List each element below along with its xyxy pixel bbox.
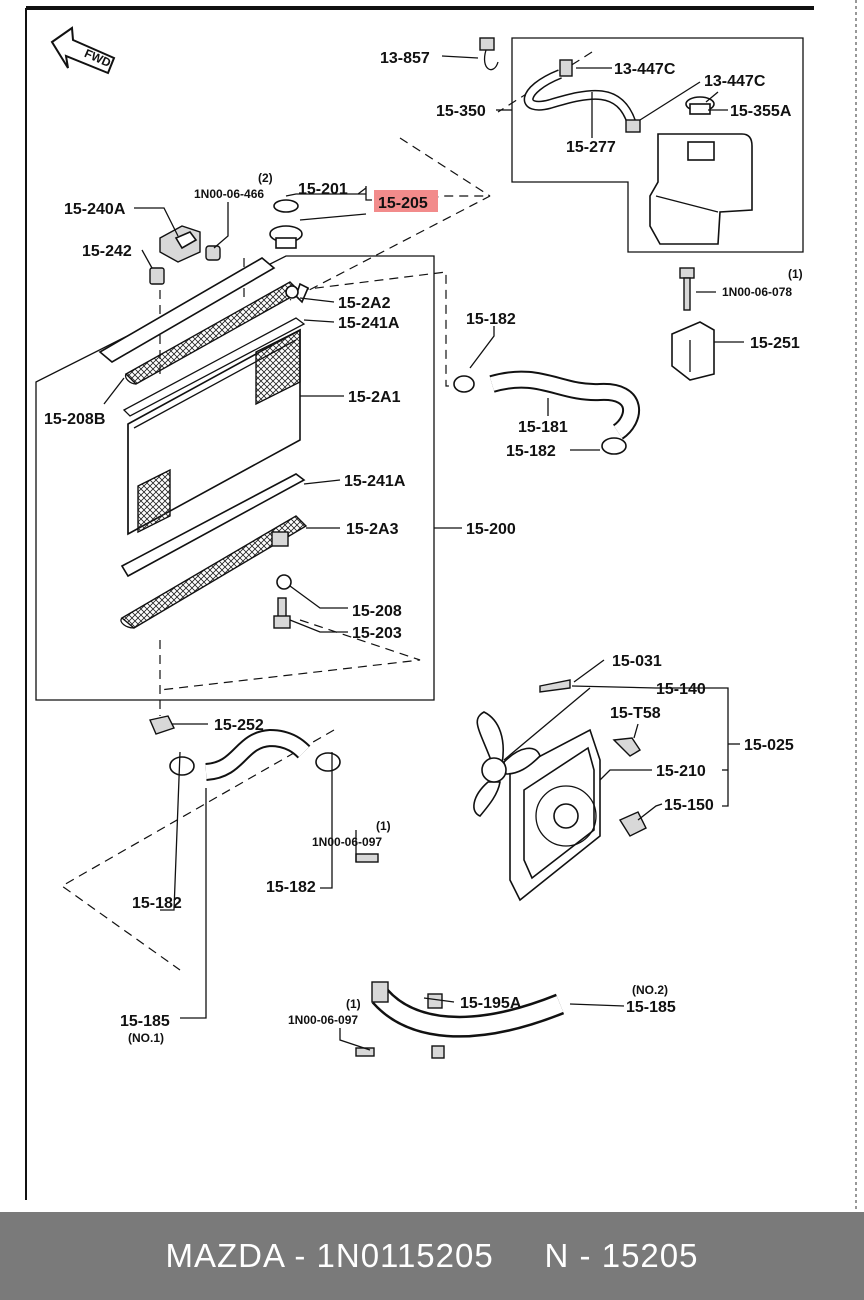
- label-15-t58: 15-T58: [610, 705, 661, 722]
- label-13-447c-a: 13-447C: [614, 61, 676, 78]
- label-15-242: 15-242: [82, 243, 132, 260]
- label-15-241a-top: 15-241A: [338, 315, 400, 332]
- label-15-181: 15-181: [518, 419, 568, 436]
- lower-hoses: [169, 728, 565, 1059]
- qty-1n00-06-078: (1): [788, 267, 803, 281]
- label-15-205: 15-205: [378, 195, 428, 212]
- label-15-195a: 15-195A: [460, 995, 522, 1012]
- footer-part-number: MAZDA - 1N0115205 N - 15205: [165, 1237, 699, 1274]
- upper-hose: [453, 370, 640, 455]
- label-15-182-a: 15-182: [466, 311, 516, 328]
- label-15-252: 15-252: [214, 717, 264, 734]
- reservoir-group: [479, 37, 804, 253]
- leader-lines: [103, 55, 744, 1051]
- upper-mount: [149, 225, 221, 285]
- label-15-185-a: 15-185: [120, 1013, 170, 1030]
- label-15-203: 15-203: [352, 625, 402, 642]
- label-15-208b: 15-208B: [44, 411, 105, 428]
- label-15-031: 15-031: [612, 653, 662, 670]
- qty-1n00-06-466: (2): [258, 171, 273, 185]
- highlight-box: [374, 190, 438, 212]
- label-13-857: 13-857: [380, 50, 430, 67]
- label-15-200: 15-200: [466, 521, 516, 538]
- radiator-dashes: [60, 137, 491, 971]
- parts-diagram: FWD: [25, 0, 857, 1212]
- part-labels: 13-857 13-447C 13-447C 15-350 15-355A 15…: [44, 50, 803, 1045]
- radiator-assembly-outline: [35, 255, 435, 701]
- label-15-182-b: 15-182: [506, 443, 556, 460]
- label-15-182-d: 15-182: [132, 895, 182, 912]
- label-15-150: 15-150: [664, 797, 714, 814]
- label-15-350: 15-350: [436, 103, 486, 120]
- label-15-140: 15-140: [656, 681, 706, 698]
- upper-tank: [98, 257, 310, 417]
- fwd-arrow-icon: FWD: [50, 26, 116, 75]
- label-15-355a: 15-355A: [730, 103, 792, 120]
- label-15-2a2: 15-2A2: [338, 295, 391, 312]
- label-1n00-06-097-b: 1N00-06-097: [288, 1013, 358, 1027]
- label-15-208: 15-208: [352, 603, 402, 620]
- qty-1n00-06-097-b: (1): [346, 997, 361, 1011]
- label-15-241a-bot: 15-241A: [344, 473, 406, 490]
- radiator-core: [127, 328, 301, 536]
- label-no2: (NO.2): [632, 983, 668, 997]
- label-15-025: 15-025: [744, 737, 794, 754]
- label-15-182-c: 15-182: [266, 879, 316, 896]
- side-bracket: [671, 267, 715, 381]
- label-13-447c-b: 13-447C: [704, 73, 766, 90]
- page-border: [25, 0, 857, 1212]
- part-number-footer: MAZDA - 1N0115205 N - 15205: [0, 1212, 864, 1300]
- label-15-240a: 15-240A: [64, 201, 126, 218]
- label-15-210: 15-210: [656, 763, 706, 780]
- label-15-277: 15-277: [566, 139, 616, 156]
- label-15-2a3: 15-2A3: [346, 521, 399, 538]
- qty-1n00-06-097-a: (1): [376, 819, 391, 833]
- label-1n00-06-078: 1N00-06-078: [722, 285, 792, 299]
- label-15-2a1: 15-2A1: [348, 389, 401, 406]
- label-no1: (NO.1): [128, 1031, 164, 1045]
- label-15-201: 15-201: [298, 181, 348, 198]
- label-1n00-06-097-a: 1N00-06-097: [312, 835, 382, 849]
- fan-assembly: [473, 679, 647, 902]
- radiator-cap: [269, 199, 303, 249]
- lower-tank: [120, 473, 308, 735]
- label-15-251: 15-251: [750, 335, 800, 352]
- label-15-185-b: 15-185: [626, 999, 676, 1016]
- label-1n00-06-466: 1N00-06-466: [194, 187, 264, 201]
